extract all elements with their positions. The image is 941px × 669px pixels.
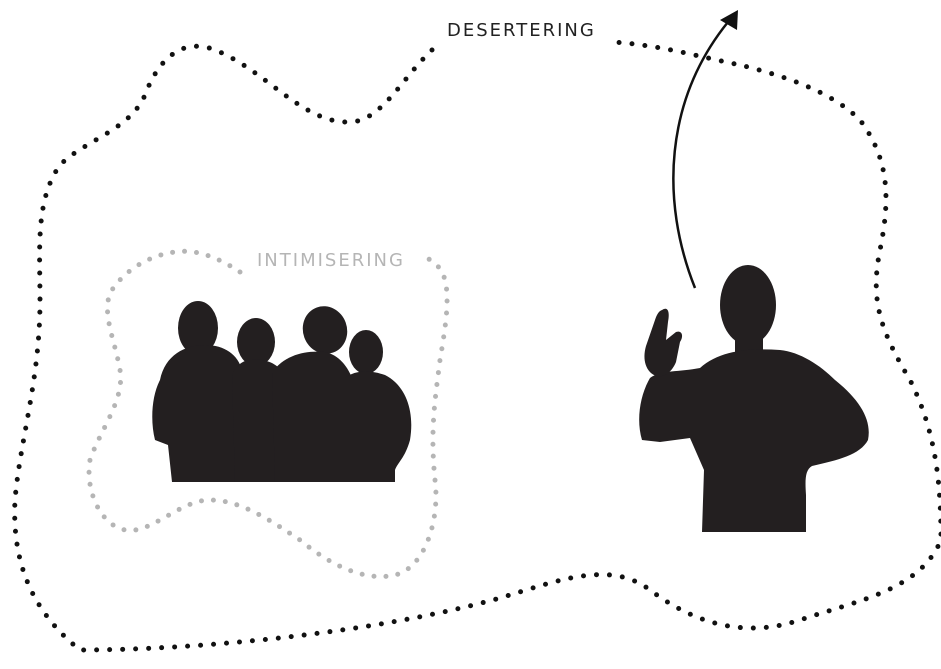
group-silhouette-icon — [152, 301, 412, 482]
outer-boundary — [12, 39, 941, 653]
exit-arrow — [672, 21, 729, 289]
person-pointing-up-silhouette-icon — [639, 265, 869, 532]
arrow-up-icon — [720, 10, 738, 30]
label-desertering: DESERTERING — [447, 20, 596, 41]
label-intimisering: INTIMISERING — [257, 250, 405, 271]
inner-boundary — [86, 248, 450, 580]
